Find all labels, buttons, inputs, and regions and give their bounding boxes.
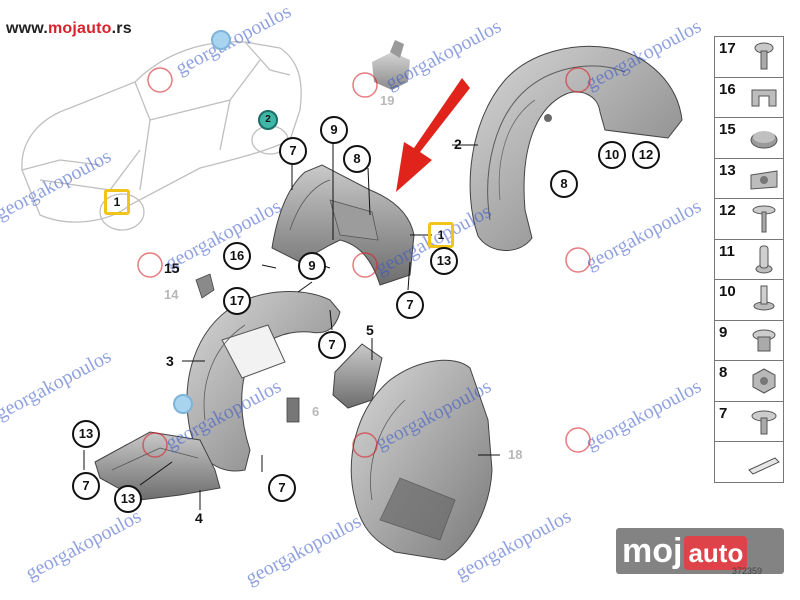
part-3-inner-liner: [186, 291, 341, 472]
part-15-clip: [195, 273, 215, 299]
url-brand: mojauto: [48, 20, 112, 37]
parts-row: 16: [714, 76, 784, 118]
car-marker-1: 1: [104, 189, 130, 215]
svg-text:georgakopoulos: georgakopoulos: [242, 510, 365, 589]
part-4-lower-cover: [94, 431, 221, 501]
part-number: 11: [719, 242, 735, 260]
label-2: 2: [454, 136, 462, 152]
parts-row: 15: [714, 117, 784, 159]
part-number: 12: [719, 202, 736, 219]
label-19: 19: [380, 93, 395, 108]
callout-9: 9: [320, 116, 348, 144]
part-6-tab: [286, 397, 300, 423]
callout-13: 13: [114, 485, 142, 513]
svg-text:georgakopoulos: georgakopoulos: [0, 145, 115, 224]
tape-icon: [748, 457, 780, 475]
part-number: 9: [719, 323, 728, 341]
url-suffix: .rs: [111, 20, 132, 37]
svg-text:georgakopoulos: georgakopoulos: [582, 195, 705, 274]
parts-row: 8: [714, 360, 784, 402]
parts-row: 17: [714, 36, 784, 78]
label-3: 3: [166, 353, 174, 369]
callout-12: 12: [632, 141, 660, 169]
leader-lines: [83, 142, 500, 510]
parts-row: 7: [714, 400, 784, 442]
fastener-parts-table: 17 16 15 13 12 11 10 9 8 7: [714, 36, 784, 483]
callout-8: 8: [550, 170, 578, 198]
callout-16: 16: [223, 242, 251, 270]
part-number: 10: [719, 283, 736, 300]
label-15: 15: [164, 260, 180, 276]
callout-7: 7: [72, 472, 100, 500]
callout-7: 7: [268, 474, 296, 502]
callout-10: 10: [598, 141, 626, 169]
flange-screw-icon: [751, 410, 777, 434]
parts-row: 9: [714, 319, 784, 361]
label-5: 5: [366, 322, 374, 338]
spring-nut-icon: [750, 169, 778, 190]
svg-text:georgakopoulos: georgakopoulos: [0, 345, 115, 424]
parts-row: 11: [714, 238, 784, 280]
screw-icon: [754, 42, 774, 70]
car-marker-top: [211, 30, 231, 50]
plastic-nut-icon: [752, 329, 776, 351]
callout-13: 13: [72, 420, 100, 448]
svg-text:georgakopoulos: georgakopoulos: [162, 195, 285, 274]
hex-nut-icon: [752, 368, 776, 394]
part-2-wheel-arch-liner: [469, 45, 683, 251]
parts-row: [714, 441, 784, 483]
parts-row: 10: [714, 279, 784, 321]
logo-text-a: moj: [622, 532, 683, 570]
expanding-rivet-icon: [753, 285, 775, 311]
part-number: 7: [719, 404, 728, 422]
logo-text-b: auto: [684, 536, 748, 571]
parts-row: 13: [714, 157, 784, 199]
url-prefix: www.: [6, 20, 48, 37]
car-marker-left: [173, 394, 193, 414]
watermark-emblems: [137, 67, 591, 458]
callout-9: 9: [298, 252, 326, 280]
part-number: 8: [719, 364, 728, 381]
part-number: 13: [719, 161, 736, 179]
callout-7: 7: [279, 137, 307, 165]
label-14: 14: [164, 287, 179, 302]
site-url[interactable]: www.mojauto.rs: [6, 20, 132, 38]
watermarks: georgakopoulos georgakopoulos georgakopo…: [0, 0, 705, 589]
car-outline: [21, 41, 302, 231]
part-18-rear-liner: [350, 359, 493, 561]
highlight-label-1: 1: [428, 222, 454, 248]
clip-icon: [751, 89, 777, 106]
cap-icon: [750, 131, 778, 149]
part-number: 15: [719, 121, 736, 138]
part-number: 16: [719, 80, 736, 98]
svg-text:georgakopoulos: georgakopoulos: [172, 0, 295, 79]
car-marker-2: 2: [258, 110, 278, 130]
callout-8: 8: [343, 145, 371, 173]
part-19-bracket: [372, 40, 410, 90]
callout-17: 17: [223, 287, 251, 315]
callout-13: 13: [430, 247, 458, 275]
label-6: 6: [312, 404, 320, 419]
svg-text:georgakopoulos: georgakopoulos: [582, 375, 705, 454]
part-number: 17: [719, 40, 736, 57]
reference-number: 372359: [732, 566, 763, 576]
parts-row: 12: [714, 198, 784, 240]
label-18: 18: [508, 447, 523, 462]
screw-washer-icon: [752, 205, 776, 233]
label-4: 4: [195, 510, 203, 526]
callout-7: 7: [396, 291, 424, 319]
callout-7: 7: [318, 331, 346, 359]
push-rivet-icon: [755, 245, 773, 273]
red-arrow-indicator: [396, 78, 470, 192]
svg-text:georgakopoulos: georgakopoulos: [22, 505, 145, 584]
